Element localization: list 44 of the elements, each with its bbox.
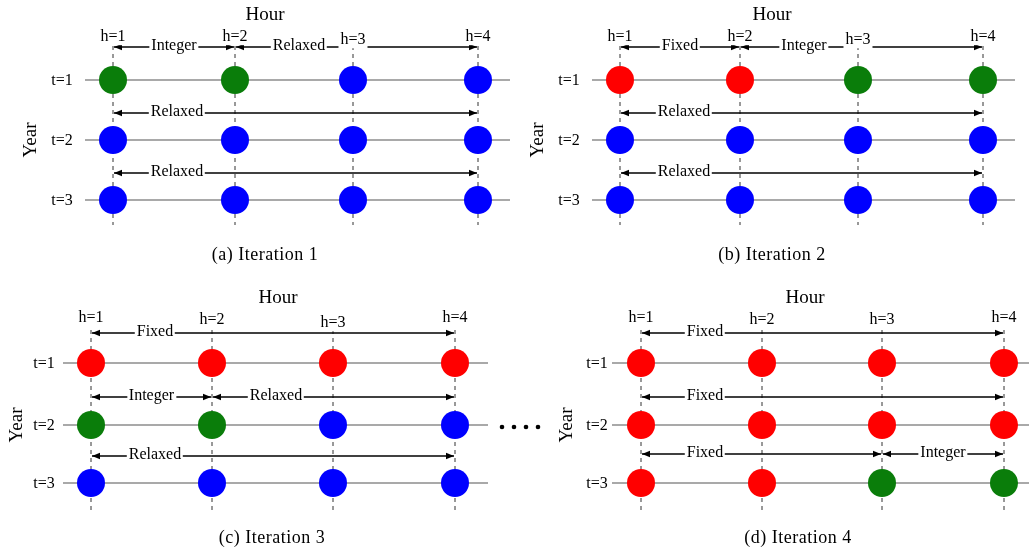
- axis-title: Hour: [752, 3, 792, 25]
- range-label: Integer: [149, 36, 199, 54]
- axis-title: Hour: [245, 3, 285, 25]
- year-label: t=2: [33, 416, 55, 434]
- year-label: t=3: [33, 474, 55, 492]
- axis-title: Year: [5, 407, 27, 443]
- subfigure-caption: (b) Iteration 2: [718, 245, 826, 265]
- hour-label: h=4: [463, 27, 493, 45]
- year-label: t=2: [586, 416, 608, 434]
- hour-label: h=1: [626, 308, 656, 326]
- year-label: t=3: [586, 474, 608, 492]
- hour-label: h=3: [843, 30, 873, 48]
- year-label: t=1: [51, 71, 73, 89]
- subfigure-caption: (d) Iteration 4: [744, 528, 852, 548]
- year-label: t=2: [51, 131, 73, 149]
- axis-title: Year: [526, 122, 548, 158]
- subfigure-caption: (c) Iteration 3: [218, 528, 326, 548]
- year-label: t=3: [558, 191, 580, 209]
- range-label: Integer: [779, 36, 829, 54]
- range-label: Integer: [918, 443, 968, 461]
- hour-label: h=3: [318, 313, 348, 331]
- hour-label: h=1: [76, 308, 106, 326]
- hour-label: h=2: [197, 310, 227, 328]
- hour-label: h=4: [440, 308, 470, 326]
- hour-label: h=3: [867, 310, 897, 328]
- hour-label: h=2: [220, 27, 250, 45]
- year-label: t=1: [33, 354, 55, 372]
- year-label: t=2: [558, 131, 580, 149]
- range-label: Integer: [126, 386, 177, 404]
- year-label: t=1: [558, 71, 580, 89]
- hour-label: h=1: [605, 27, 635, 45]
- axis-title: Year: [555, 407, 577, 443]
- hour-label: h=2: [725, 27, 755, 45]
- year-label: t=3: [51, 191, 73, 209]
- axis-title: Year: [19, 122, 41, 158]
- hour-label: h=2: [747, 310, 777, 328]
- hour-label: h=1: [98, 27, 128, 45]
- hour-label: h=3: [338, 30, 368, 48]
- axis-title: Hour: [785, 286, 825, 308]
- subfigure-caption: (a) Iteration 1: [211, 245, 319, 265]
- hour-label: h=4: [989, 308, 1019, 326]
- hour-label: h=4: [968, 27, 998, 45]
- axis-title: Hour: [258, 286, 298, 308]
- year-label: t=1: [586, 354, 608, 372]
